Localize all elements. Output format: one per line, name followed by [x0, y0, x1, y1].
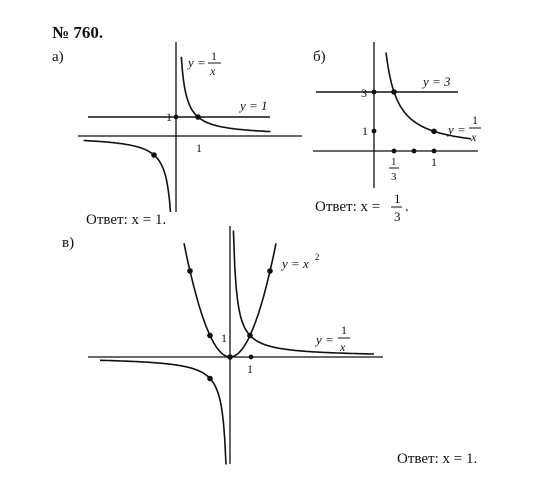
graph-b-point-third-3: [391, 89, 397, 95]
graph-b-hyperbola: [385, 52, 472, 140]
graph-c-tick-y-1: 1: [221, 331, 227, 345]
graph-a-tick-x-1: 1: [196, 141, 202, 155]
part-a-answer: Ответ: x = 1.: [86, 212, 166, 228]
graph-c-parabola-label-exp: 2: [315, 252, 320, 262]
graph-c-hyperbola-label-num: 1: [341, 323, 347, 337]
problem-number: № 760.: [52, 23, 103, 42]
graph-c-hyperbola-left: [100, 359, 227, 465]
graph-a-hyperbola-label-num: 1: [211, 49, 217, 63]
graph-b-tick-x-1: 1: [431, 155, 437, 169]
graph-a-hyperbola-left: [83, 139, 172, 213]
graph-b-tick-x-den: 3: [391, 171, 397, 183]
part-b-answer-den: 3: [394, 209, 401, 224]
graph-c-point-2-4: [267, 268, 273, 274]
graph-a-point-neg1-neg1: [151, 152, 157, 158]
graph-b-x-tick-third-dot: [391, 148, 397, 154]
graph-c-point-neg2-4: [187, 268, 193, 274]
part-b-answer-prefix: Ответ: x =: [315, 199, 380, 215]
graph-a-hyperbola-label-den: x: [209, 64, 216, 78]
part-b-answer-end: .: [405, 199, 409, 215]
part-c-label: в): [62, 235, 74, 251]
graph-c-point-neg1-1: [207, 332, 213, 339]
graph-c-parabola-label: y = x: [280, 256, 309, 271]
graph-a-line-label: y = 1: [238, 98, 268, 113]
graph-a: 1 1 y = 1 x y = 1: [78, 42, 302, 213]
graph-b-hyperbola-label-den: x: [470, 130, 477, 144]
graph-b-tick-x-num: 1: [391, 156, 397, 168]
graph-b-hyperbola-label-num: 1: [472, 113, 478, 127]
graph-b-y-tick-3-dot: [371, 89, 377, 95]
graph-b-x-tick-twothirds-dot: [411, 148, 417, 154]
graph-a-y-tick-dot: [173, 114, 179, 120]
part-b-answer-num: 1: [394, 191, 401, 206]
graph-b: 3 1 1 3 1 y = 3 y = 1 x: [313, 42, 481, 188]
part-c-answer: Ответ: x = 1.: [397, 451, 477, 467]
graph-c-point-0-0: [227, 354, 233, 360]
graph-a-tick-y-1: 1: [166, 110, 172, 124]
graph-c-hyperbola-label-y: y =: [314, 332, 334, 347]
graph-c-tick-x-1: 1: [247, 362, 253, 376]
graph-c-point-neg1-neg1: [207, 375, 213, 382]
graph-b-x-tick-1-dot: [431, 148, 437, 154]
graph-c: 1 1 y = x 2 y = 1 x: [88, 226, 383, 465]
graph-c-hyperbola-right: [232, 230, 374, 355]
graph-b-hyperbola-label-y: y =: [446, 122, 466, 137]
part-b-label: б): [313, 49, 326, 65]
graph-c-hyperbola-label-den: x: [339, 340, 346, 354]
graph-b-tick-y-1: 1: [362, 124, 368, 138]
graph-b-y-tick-1-dot: [371, 128, 377, 134]
graph-a-point-1-1: [195, 114, 201, 120]
part-a-label: а): [52, 49, 64, 65]
graph-b-tick-y-3: 3: [361, 86, 367, 100]
graph-c-x-tick-1-dot: [248, 354, 254, 360]
graph-a-hyperbola-label-y: y =: [186, 55, 206, 70]
graph-c-point-1-1: [247, 332, 253, 339]
graph-b-point-1-1: [431, 128, 437, 135]
graph-b-line-label: y = 3: [421, 74, 451, 89]
